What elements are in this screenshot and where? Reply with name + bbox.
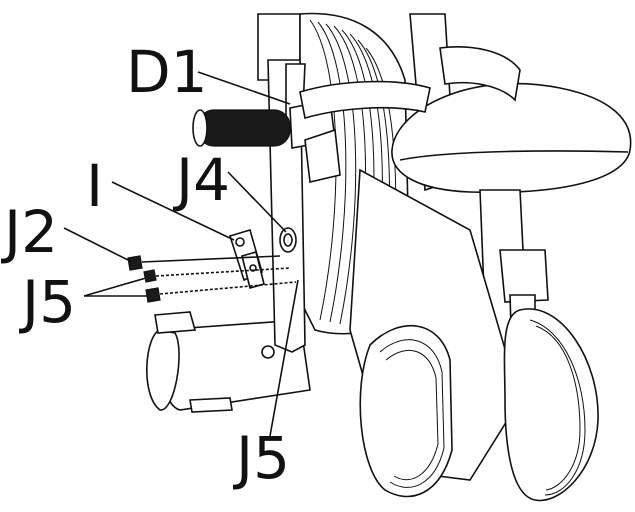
label-j5-bottom: J5 (233, 424, 290, 492)
handle-grip (192, 80, 431, 183)
screw-j2 (127, 255, 281, 271)
label-d1: D1 (126, 38, 208, 106)
screw-j5-a (143, 267, 291, 283)
leader-j5-left-a (83, 277, 147, 297)
leader-j5-bottom (269, 279, 299, 437)
mount-point-j4 (279, 227, 297, 253)
leader-j2 (63, 227, 133, 263)
screw-j5-b (145, 281, 297, 303)
leader-j4 (227, 171, 287, 233)
label-j2: J2 (1, 198, 58, 266)
label-j4: J4 (173, 146, 230, 214)
label-i: I (86, 152, 103, 220)
label-j5-left: J5 (19, 268, 76, 336)
leader-i (111, 181, 235, 241)
bike-frame (146, 12, 632, 502)
leader-d1 (197, 71, 291, 105)
crank-teeth (379, 339, 445, 488)
flywheel-teeth (529, 319, 586, 496)
leader-lines (63, 71, 299, 437)
